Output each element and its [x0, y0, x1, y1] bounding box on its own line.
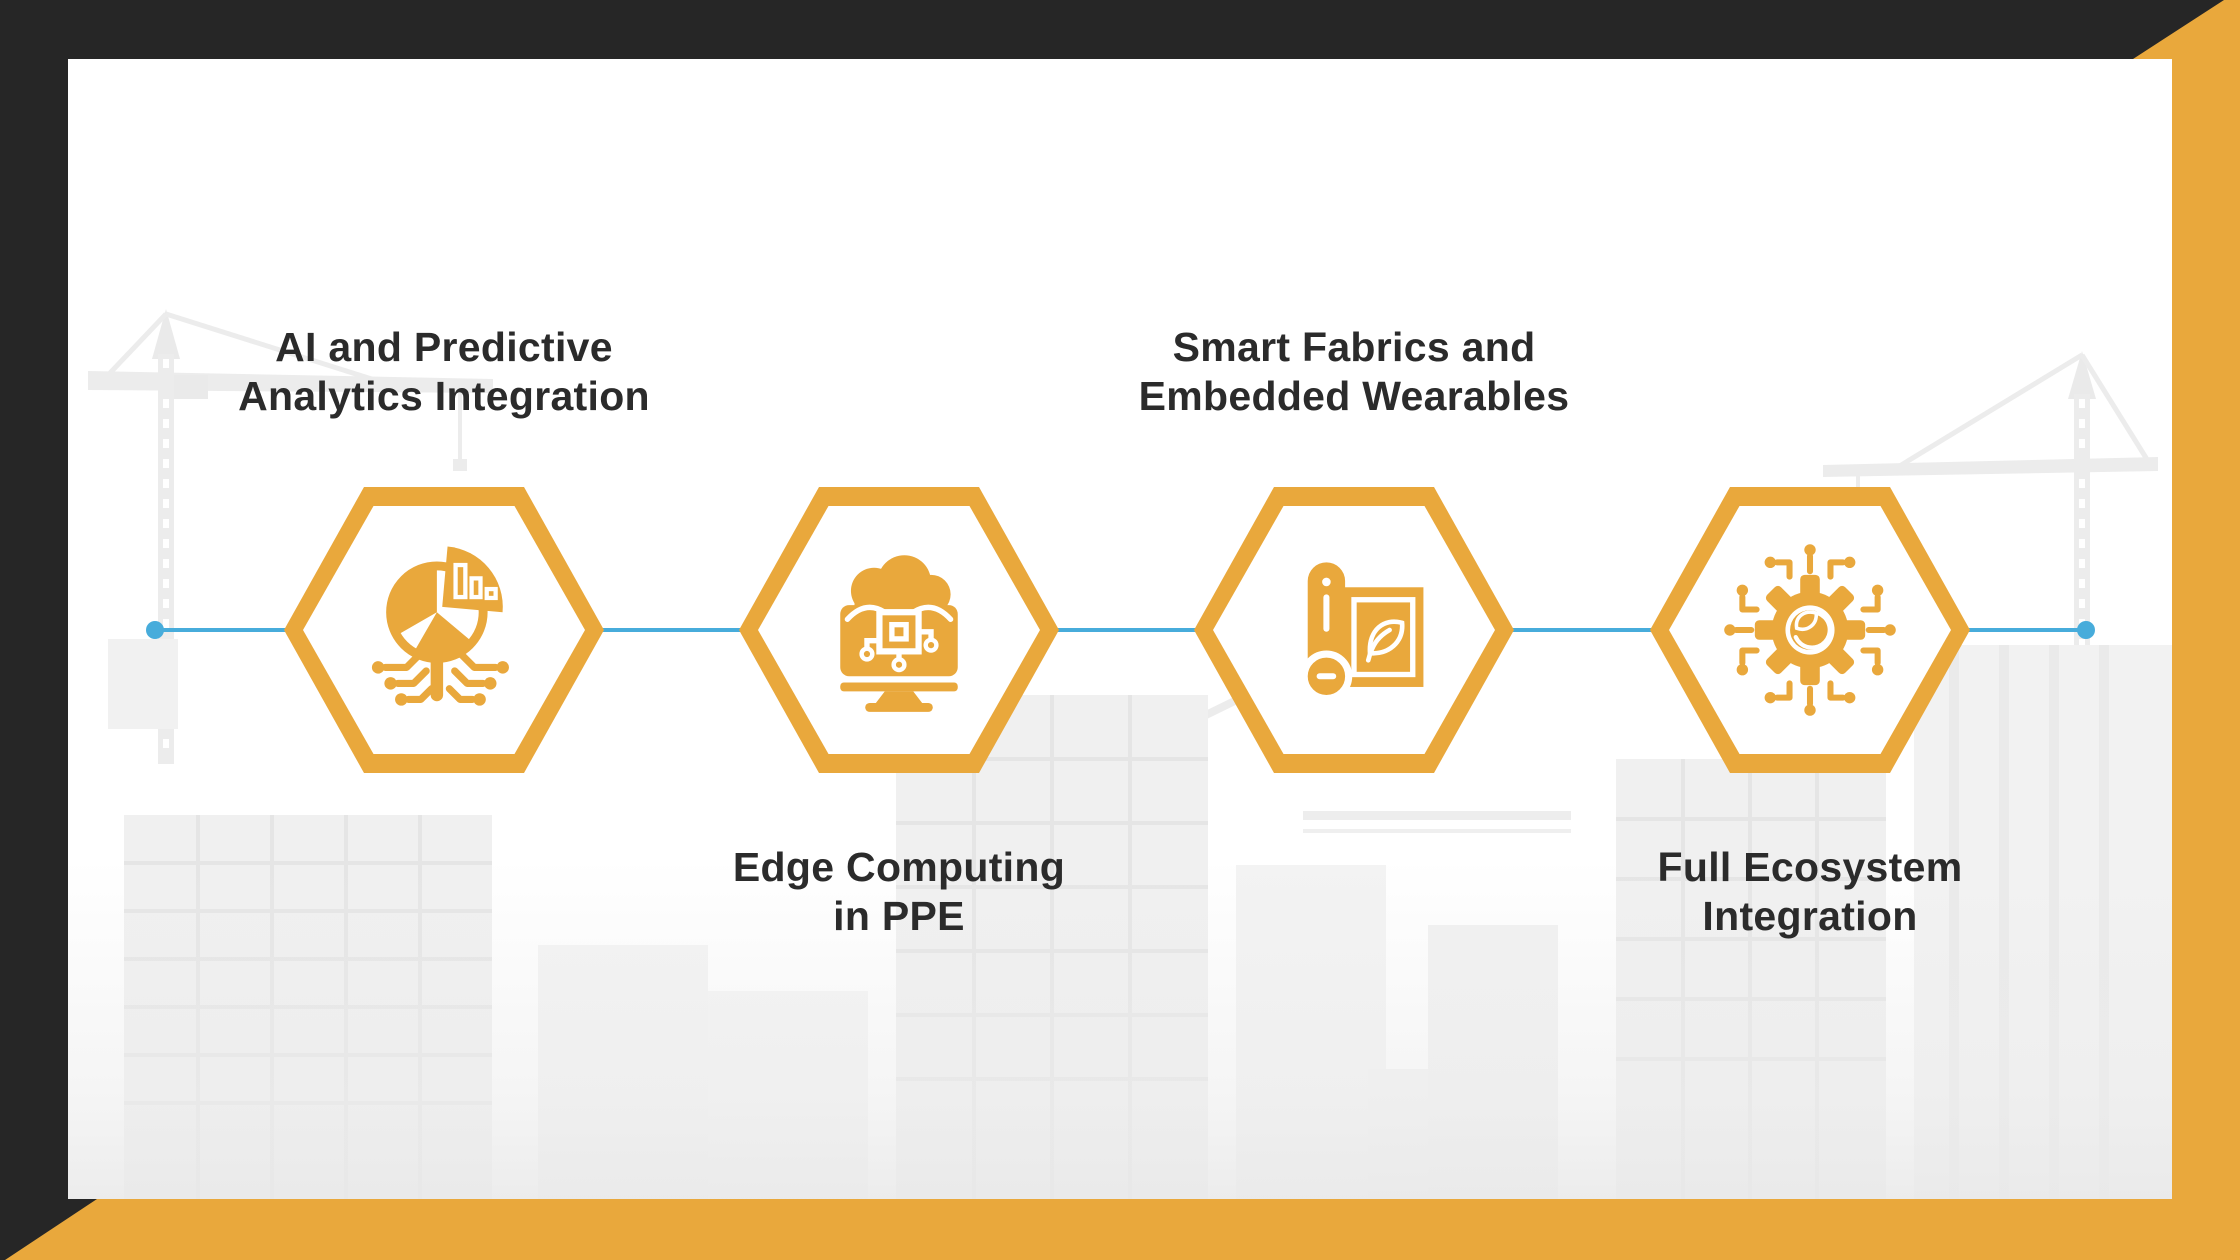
- cloud-monitor-chip-icon: [840, 555, 958, 712]
- card-label-ai-analytics: AI and Predictive Analytics Integration: [164, 323, 724, 421]
- bottom-fog-gradient: [68, 859, 2172, 1199]
- label-line: Full Ecosystem: [1657, 844, 1963, 890]
- gear-circuit-leaf-icon: [1721, 544, 1899, 719]
- label-line: Smart Fabrics and: [1172, 324, 1536, 370]
- fabric-roll-leaf-icon: [1300, 562, 1424, 703]
- connector-start-dot: [146, 621, 164, 639]
- label-line: Embedded Wearables: [1138, 373, 1570, 419]
- label-line: AI and Predictive: [275, 324, 613, 370]
- card-label-edge-computing: Edge Computing in PPE: [619, 843, 1179, 941]
- card-label-smart-fabrics: Smart Fabrics and Embedded Wearables: [1074, 323, 1634, 421]
- analytics-pie-circuit-icon: [371, 546, 509, 706]
- hexagon-card-edge-computing: [739, 487, 1059, 773]
- hexagon-card-ai-analytics: [284, 487, 604, 773]
- connector-end-dot: [2077, 621, 2095, 639]
- label-line: in PPE: [833, 893, 965, 939]
- timeline-connector-line: [155, 628, 2086, 632]
- hexagon-card-smart-fabrics: [1194, 487, 1514, 773]
- hexagon-card-full-ecosystem: [1650, 487, 1970, 773]
- label-line: Edge Computing: [732, 844, 1066, 890]
- label-line: Analytics Integration: [238, 373, 650, 419]
- content-surface: AI and Predictive Analytics Integration …: [68, 59, 2172, 1199]
- label-line: Integration: [1702, 893, 1918, 939]
- card-label-full-ecosystem: Full Ecosystem Integration: [1530, 843, 2090, 941]
